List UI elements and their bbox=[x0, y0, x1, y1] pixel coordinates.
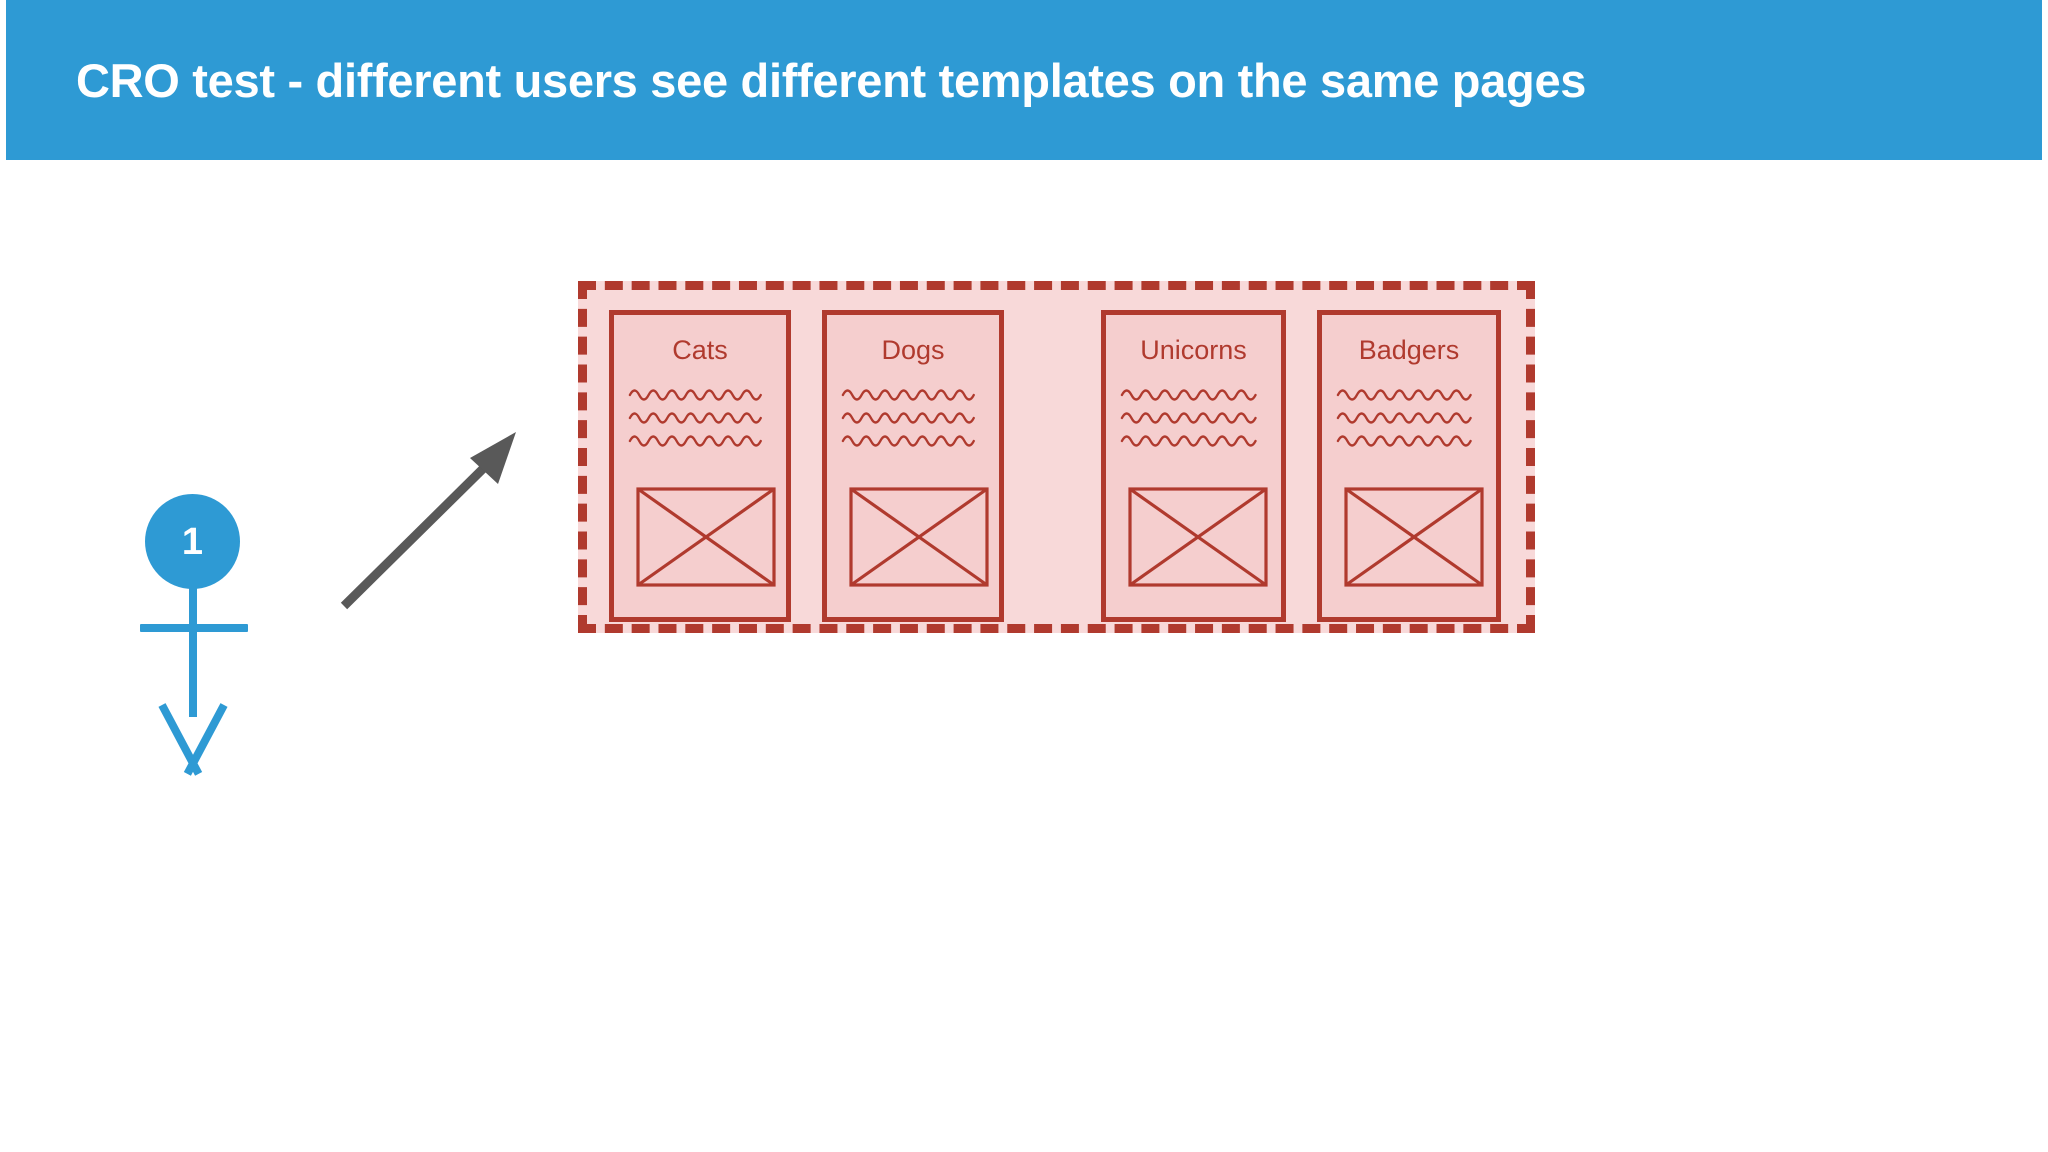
user-actor-1: 1 bbox=[140, 490, 250, 790]
template-card-badgers[interactable]: Badgers bbox=[1317, 310, 1501, 622]
template-card-title: Unicorns bbox=[1140, 335, 1247, 365]
template-card-unicorns[interactable]: Unicorns bbox=[1101, 310, 1286, 622]
text-placeholder-lines bbox=[628, 383, 772, 453]
template-card-dogs[interactable]: Dogs bbox=[822, 310, 1004, 622]
template-card-title: Dogs bbox=[881, 335, 945, 365]
text-placeholder-lines bbox=[1336, 383, 1482, 453]
template-card-title: Badgers bbox=[1358, 335, 1460, 365]
header-bar: CRO test - different users see different… bbox=[6, 0, 2042, 160]
user-arms-line bbox=[140, 624, 248, 632]
user-head-icon: 1 bbox=[145, 494, 240, 589]
user-body-line bbox=[189, 582, 197, 717]
image-placeholder bbox=[849, 487, 989, 587]
variant-group-container: Cats Dogs bbox=[578, 281, 1535, 633]
template-card-title: Cats bbox=[672, 335, 728, 365]
text-placeholder-lines bbox=[1120, 383, 1267, 453]
user-number-label: 1 bbox=[181, 520, 204, 563]
page-title: CRO test - different users see different… bbox=[76, 53, 1587, 107]
image-placeholder bbox=[1344, 487, 1484, 587]
template-card-cats[interactable]: Cats bbox=[609, 310, 791, 622]
pointer-arrow-icon bbox=[340, 432, 516, 610]
image-placeholder bbox=[1128, 487, 1268, 587]
image-placeholder bbox=[636, 487, 776, 587]
text-placeholder-lines bbox=[841, 383, 985, 453]
